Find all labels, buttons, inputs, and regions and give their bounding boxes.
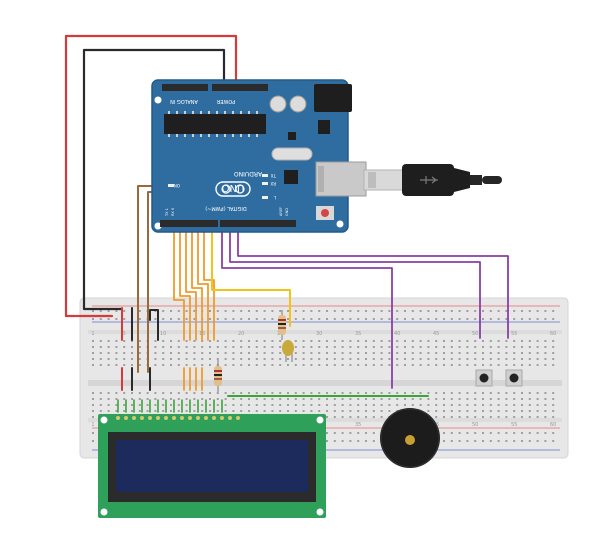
breadboard-column-label: 1 [91,422,94,428]
label-aref: AREF [279,207,283,216]
reset-button-cap[interactable] [321,209,329,217]
buzzer[interactable] [380,408,440,468]
uno-logo: UNO [215,181,251,197]
label-tx-led: TX [271,173,277,178]
breadboard-column-label: 55 [511,331,517,337]
breadboard-column-label: 35 [355,422,361,428]
pushbutton-2[interactable] [505,369,523,387]
power-jack [314,84,352,112]
wires [64,34,509,413]
breadboard-column-label: 45 [433,331,439,337]
pushbutton-1[interactable] [475,369,493,387]
header-digital-low [220,220,296,227]
header-analog [162,84,208,91]
resistor-lcd[interactable] [214,360,222,392]
uno-logo-text: UNO [222,182,245,193]
wire-red-5v [64,34,238,318]
breadboard-column-label: 40 [394,331,400,337]
breadboard-column-label: 50 [472,331,478,337]
breadboard-column-label: 60 [550,331,556,337]
label-power: POWER [216,98,235,104]
label-rx-led: RX [270,181,276,186]
breadboard-column-label: 5 [123,331,126,337]
wire-purple-button-1 [229,223,481,339]
breadboard-column-label: 1 [91,331,94,337]
lcd-screen [116,440,308,492]
label-tx-pin: TX 1 [165,208,169,217]
wire-yellow-led [211,223,291,327]
breadboard-column-label: 50 [472,422,478,428]
led[interactable] [282,340,294,362]
wire-purple-button-2 [237,223,509,339]
label-gnd: GND [285,208,289,216]
wires-lcd [117,399,223,413]
usb-cable [363,164,502,196]
breadboard-column-label: 55 [511,422,517,428]
atmega-chip [164,114,266,134]
lcd-pins [116,416,240,420]
label-on-led: ON [174,183,180,188]
label-analog-in: ANALOG IN [170,98,198,104]
usb-port [315,161,367,197]
breadboard-column-label: 10 [160,331,166,337]
wires-orange [173,223,215,391]
header-digital-high [160,220,218,227]
breadboard-column-label: 30 [316,331,322,337]
wire-purple-buzzer [221,223,393,389]
resistor-led[interactable] [278,310,286,340]
wire-black-gnd [82,48,226,311]
label-rx-pin: RX 0 [171,208,175,216]
breadboard-column-label: 20 [238,331,244,337]
label-brand: ARDUINO [234,170,263,177]
breadboard-column-label: 60 [550,422,556,428]
label-digital: DIGITAL (PWM~) [205,205,247,211]
crystal [271,147,313,161]
breadboard-column-label: 35 [355,331,361,337]
lcd-display[interactable] [98,414,326,518]
wire-black-jumper-2 [149,309,159,341]
label-l-led: L [273,195,276,200]
arduino-uno[interactable]: UNO ARDUINO ANALOG IN POWER DIGITAL (PWM… [151,79,367,233]
header-power [212,84,268,91]
